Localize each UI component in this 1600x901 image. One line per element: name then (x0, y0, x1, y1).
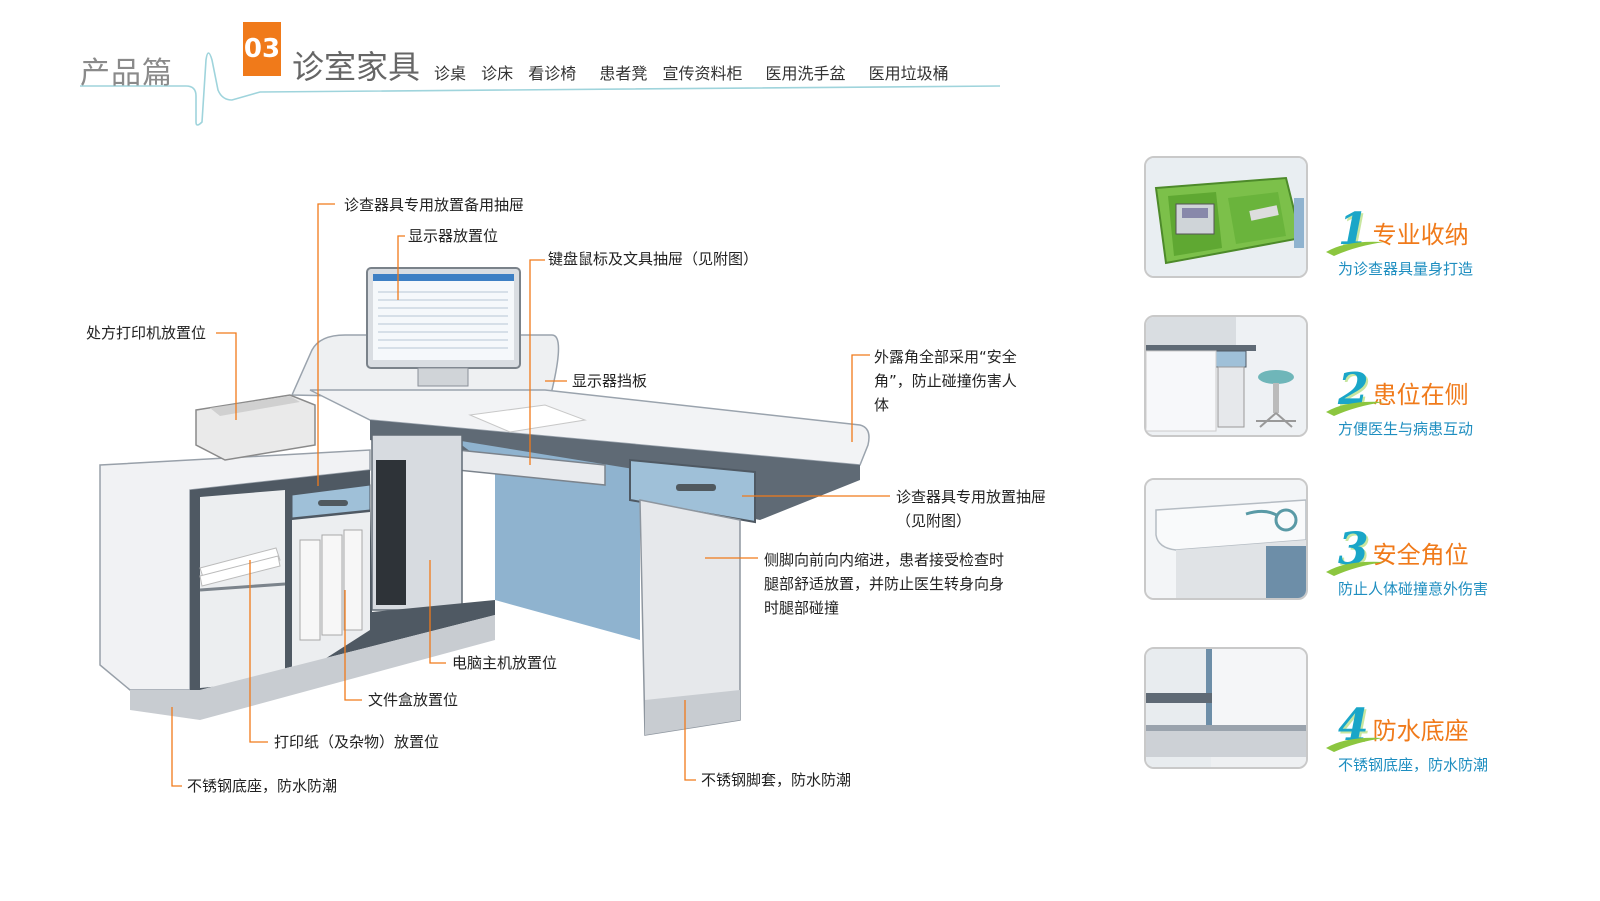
feature-image-waterproof-base (1144, 647, 1308, 769)
feature-2: 2 患位在侧 方便医生与病患互动 (1326, 368, 1558, 439)
label-paper-place: 打印纸（及杂物）放置位 (274, 733, 440, 751)
feature-1: 1 专业收纳 为诊查器具量身打造 (1326, 208, 1558, 279)
swoosh-icon (1326, 561, 1384, 576)
steel-base (130, 615, 495, 720)
feature-title: 安全角位 (1372, 541, 1469, 569)
feature-subtitle: 为诊查器具量身打造 (1338, 260, 1474, 278)
category-item[interactable]: 医用洗手盆 (765, 64, 846, 83)
feature-image-patient-side (1144, 315, 1308, 437)
feature-subtitle: 方便医生与病患互动 (1338, 420, 1474, 438)
desk-illustration (99, 267, 870, 736)
label-monitor-place: 显示器放置位 (408, 227, 499, 245)
label-pc-place: 电脑主机放置位 (452, 654, 558, 672)
monitor-screen (373, 274, 514, 360)
category-item[interactable]: 看诊椅 (528, 64, 577, 83)
feature-subtitle: 防止人体碰撞意外伤害 (1338, 580, 1489, 598)
label-filebox-place: 文件盒放置位 (368, 691, 459, 709)
label-keyboard-drawer: 键盘鼠标及文具抽屉（见附图） (548, 250, 759, 268)
label-monitor-shield: 显示器挡板 (572, 372, 648, 390)
category-list: 诊桌 诊床 看诊椅 患者凳 宣传资料柜 医用洗手盆 医用垃圾桶 (434, 60, 959, 84)
feature-image-storage (1144, 156, 1308, 278)
label-spare-drawer: 诊查器具专用放置备用抽屉 (344, 196, 525, 214)
feature-title: 专业收纳 (1372, 221, 1469, 249)
feature-subtitle: 不锈钢底座，防水防潮 (1338, 756, 1489, 774)
feature-4: 4 防水底座 不锈钢底座，防水防潮 (1326, 704, 1558, 775)
modesty-panel (455, 440, 640, 640)
section-title: 产品篇 (80, 56, 173, 91)
category-item[interactable]: 医用垃圾桶 (868, 64, 949, 83)
category-item[interactable]: 诊床 (481, 64, 514, 83)
category-item[interactable]: 患者凳 (599, 64, 648, 83)
swoosh-icon (1326, 401, 1384, 416)
header-wave-line (80, 52, 1001, 126)
swoosh-icon (1326, 737, 1384, 752)
feature-title: 患位在侧 (1372, 381, 1469, 409)
category-item[interactable]: 诊桌 (434, 64, 467, 83)
label-printer-place: 处方打印机放置位 (86, 324, 207, 342)
label-side-leg: 侧脚向前向内缩进，患者接受检查时腿部舒适放置，并防止医生转身向身时腿部碰撞 (764, 551, 1005, 617)
label-exam-drawer: 诊查器具专用放置抽屉（见附图） (896, 488, 1047, 530)
label-safety-corner: 外露角全部采用“安全角”，防止碰撞伤害人体 (874, 348, 1017, 414)
feature-title: 防水底座 (1372, 717, 1469, 745)
chapter-title: 诊室家具 (292, 48, 421, 86)
swoosh-icon (1326, 241, 1384, 256)
category-item[interactable]: 宣传资料柜 (662, 64, 743, 83)
label-steel-base: 不锈钢底座，防水防潮 (187, 777, 338, 795)
label-steel-foot: 不锈钢脚套，防水防潮 (701, 771, 852, 789)
feature-3: 3 安全角位 防止人体碰撞意外伤害 (1326, 528, 1558, 599)
feature-image-safe-corner (1144, 478, 1308, 600)
chapter-number: 03 (243, 22, 281, 76)
